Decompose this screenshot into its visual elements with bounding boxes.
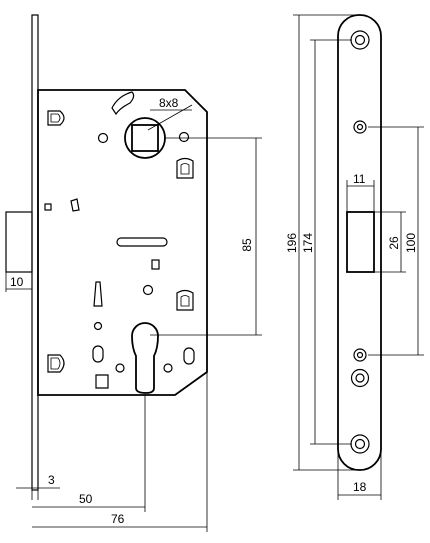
label-spindle-square: 8x8 [159,96,179,110]
screw-slot-bottom-left [47,354,65,373]
cylinder-screw-hole [350,368,370,388]
lock-case-outline [37,89,208,396]
cylinder-cutout [131,322,159,394]
faceplate-screw-bottom [350,434,370,454]
dim-196: 196 [285,14,360,471]
label-3: 3 [48,473,55,487]
dim-76: 76 [32,372,208,532]
strike-hole-bottom [353,348,367,362]
strike-hole-top [353,120,367,134]
dim-11: 11 [346,172,375,212]
screw-slot-mid-right-1 [176,157,194,179]
lock-body-view [5,14,208,491]
label-50: 50 [79,492,93,506]
label-196: 196 [285,233,299,253]
label-10: 10 [10,275,24,289]
label-26: 26 [387,236,401,250]
label-100: 100 [404,233,418,253]
spindle-square [131,124,159,152]
latch-window [346,211,375,273]
dim-spindle-square: 8x8 [150,96,192,111]
latch-bolt [5,211,33,273]
dim-18: 18 [337,440,382,500]
label-76: 76 [111,512,125,526]
dim-174: 174 [301,39,352,445]
label-85: 85 [240,238,254,252]
label-174: 174 [301,233,315,253]
faceplate-view [337,14,382,471]
faceplate-screw-top [350,30,370,50]
dim-26: 26 [374,211,406,273]
screw-slot-top-left [47,110,65,126]
dim-50: 50 [32,395,146,512]
dim-3: 3 [16,395,60,500]
label-11: 11 [353,172,366,186]
label-18: 18 [353,480,367,494]
dim-85: 85 [150,137,262,336]
screw-slot-mid-right-2 [176,289,194,311]
dim-10: 10 [5,272,32,292]
hub-slot [111,91,135,116]
dim-100: 100 [368,126,424,356]
